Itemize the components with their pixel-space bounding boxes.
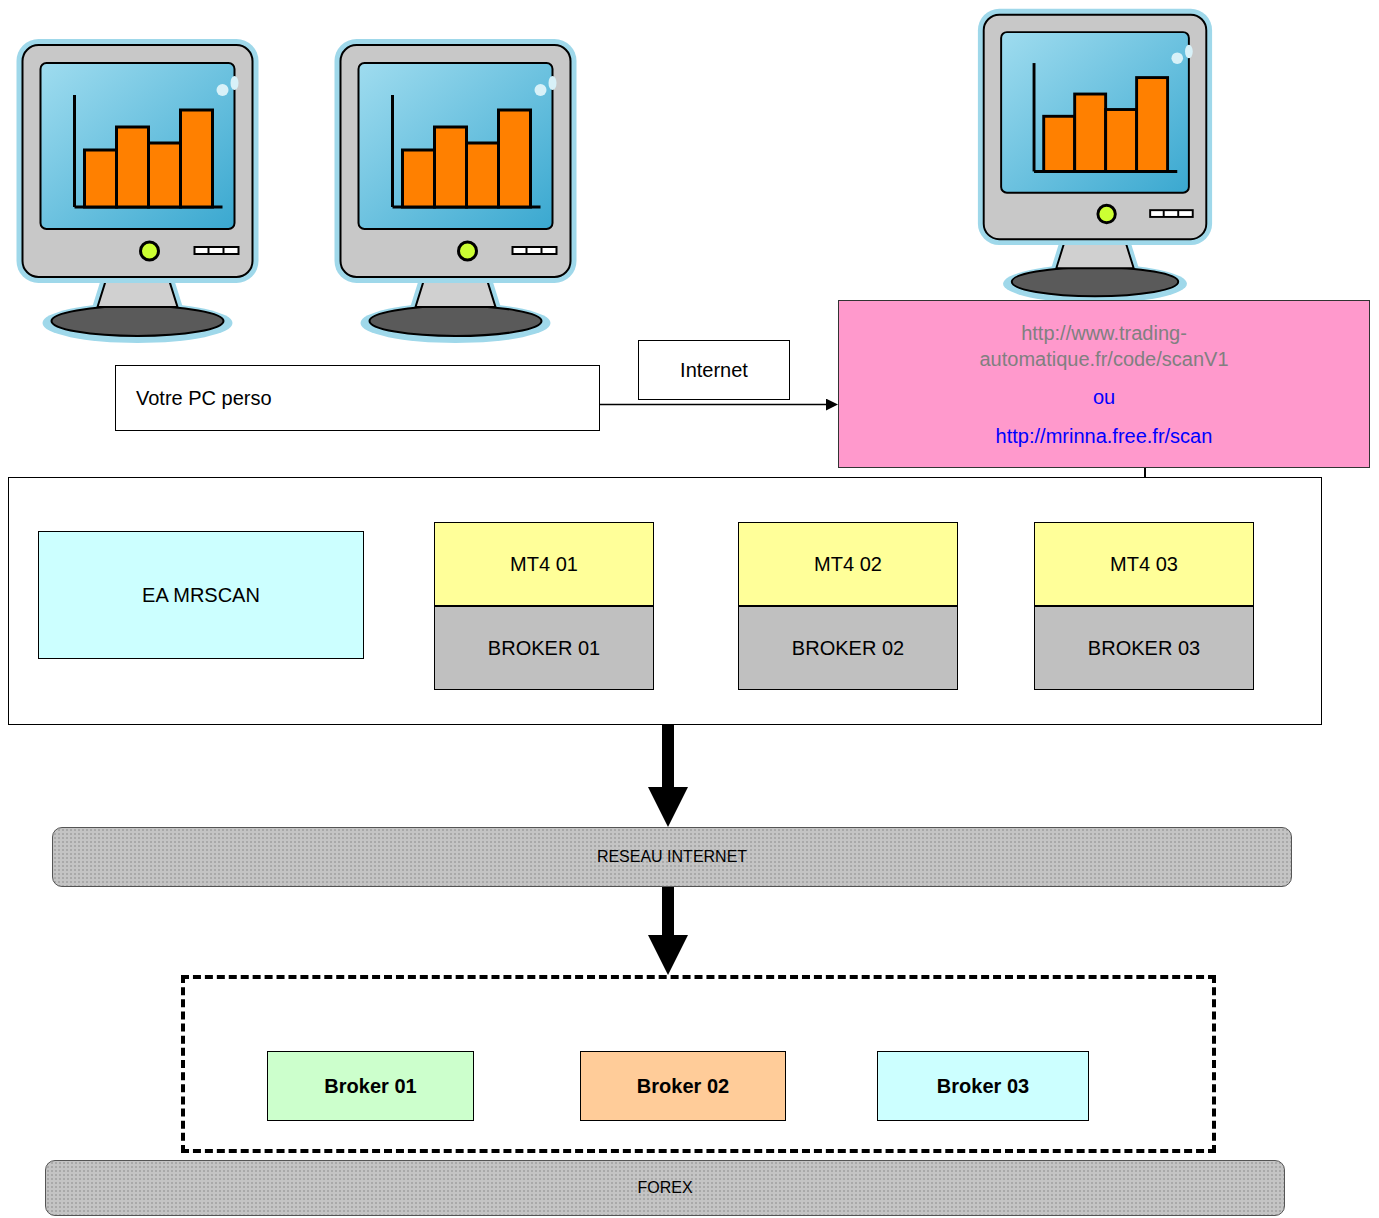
node-text: MT4 01 <box>510 551 578 577</box>
internet-arrow <box>600 404 826 406</box>
broker-box: Broker 03 <box>877 1051 1089 1121</box>
node-text: http://mrinna.free.fr/scan <box>996 423 1213 449</box>
ea-box: EA MRSCAN <box>38 531 364 659</box>
node-text: RESEAU INTERNET <box>597 847 747 868</box>
market-band: FOREX <box>45 1160 1285 1216</box>
broker-box: Broker 01 <box>267 1051 474 1121</box>
node-text: Internet <box>680 357 748 383</box>
flow-arrow <box>662 887 674 935</box>
broker-box: BROKER 03 <box>1034 606 1254 690</box>
node-text: MT4 03 <box>1110 551 1178 577</box>
node-text: http://www.trading-automatique.fr/code/s… <box>939 320 1269 372</box>
broker-box: Broker 02 <box>580 1051 786 1121</box>
monitor-icon <box>978 9 1212 303</box>
node-text: EA MRSCAN <box>142 582 260 608</box>
node-text: BROKER 02 <box>792 635 904 661</box>
pc-box: Votre PC perso <box>115 365 600 431</box>
server-container: EA MRSCAN MT4 01 BROKER 01 MT4 02 BROKER 02 M… <box>8 477 1322 725</box>
node-text: BROKER 01 <box>488 635 600 661</box>
forex-brokers-group: Broker 01 Broker 02 Broker 03 <box>181 975 1216 1153</box>
network-band: RESEAU INTERNET <box>52 827 1292 887</box>
node-text: MT4 02 <box>814 551 882 577</box>
mt4-box: MT4 02 <box>738 522 958 606</box>
broker-box: BROKER 01 <box>434 606 654 690</box>
mt4-box: MT4 03 <box>1034 522 1254 606</box>
broker-box: BROKER 02 <box>738 606 958 690</box>
node-text: Broker 02 <box>637 1073 729 1099</box>
mt4-box: MT4 01 <box>434 522 654 606</box>
internet-label-box: Internet <box>638 340 790 400</box>
monitor-icon <box>17 39 259 343</box>
node-text: Votre PC perso <box>136 385 272 411</box>
monitor-icon <box>335 39 577 343</box>
node-text: Broker 01 <box>324 1073 416 1099</box>
server-box: http://www.trading-automatique.fr/code/s… <box>838 300 1370 468</box>
node-text: BROKER 03 <box>1088 635 1200 661</box>
node-text: FOREX <box>637 1178 692 1199</box>
flow-arrow <box>662 725 674 787</box>
node-text: ou <box>1093 384 1115 410</box>
node-text: Broker 03 <box>937 1073 1029 1099</box>
